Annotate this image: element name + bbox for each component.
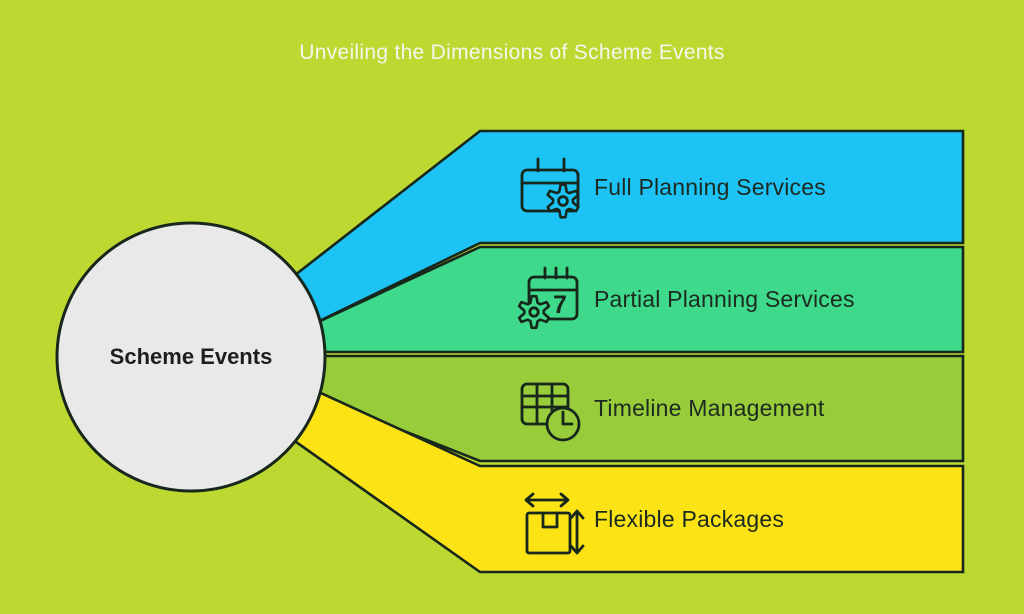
gear-hole bbox=[528, 306, 540, 318]
arrowhead-right bbox=[559, 492, 570, 508]
page-title: Unveiling the Dimensions of Scheme Event… bbox=[299, 41, 725, 64]
band-label-full-planning-services: Full Planning Services bbox=[594, 174, 826, 200]
arrowhead-down bbox=[569, 544, 585, 555]
calendar-body bbox=[527, 275, 579, 321]
package-resize-icon bbox=[524, 492, 585, 555]
calendar-gear-icon bbox=[520, 157, 580, 219]
calendar-week-gear-icon: 7 bbox=[517, 266, 579, 330]
clock-hands bbox=[561, 410, 574, 426]
package-box bbox=[525, 511, 572, 555]
gear-shape bbox=[517, 294, 551, 330]
package-flap bbox=[541, 511, 559, 529]
arrowhead-left bbox=[524, 492, 535, 508]
band-label-timeline-management: Timeline Management bbox=[594, 395, 825, 421]
table-body bbox=[520, 382, 570, 426]
band-label-partial-planning-services: Partial Planning Services bbox=[594, 286, 855, 312]
center-node-label: Scheme Events bbox=[109, 344, 273, 369]
gear-shape bbox=[546, 183, 580, 219]
calendar-digit: 7 bbox=[553, 291, 567, 319]
band-label-flexible-packages: Flexible Packages bbox=[594, 506, 785, 532]
arrowhead-up bbox=[569, 509, 585, 520]
center-circle bbox=[55, 221, 327, 493]
gear-hole bbox=[557, 195, 569, 207]
table-clock-icon bbox=[520, 382, 581, 442]
